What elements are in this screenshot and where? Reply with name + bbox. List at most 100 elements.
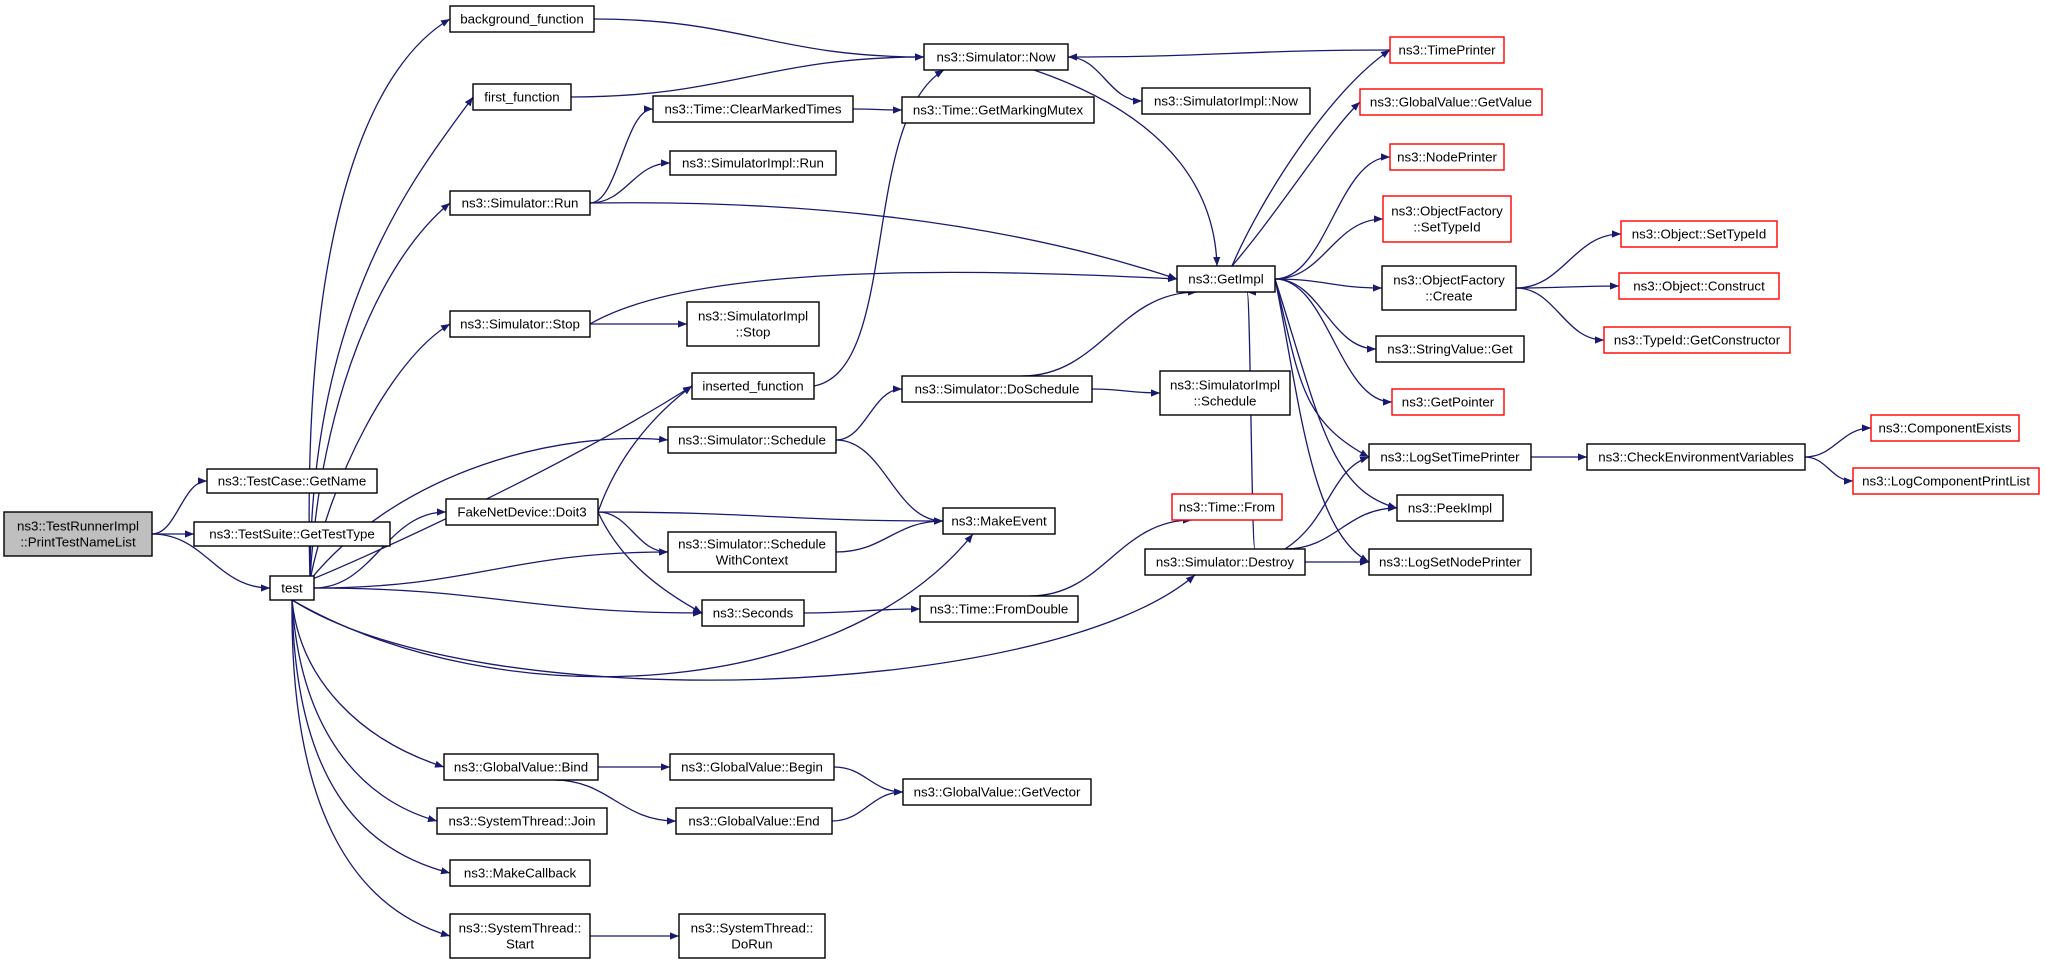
node-ofcreate[interactable]: ns3::ObjectFactory::Create (1381, 265, 1517, 311)
node-first[interactable]: first_function (472, 83, 572, 111)
node-box (449, 5, 595, 33)
node-clearmarked[interactable]: ns3::Time::ClearMarkedTimes (652, 95, 854, 123)
node-box (691, 372, 815, 400)
node-label: ns3::Simulator::Destroy (1156, 554, 1295, 569)
node-simdestroy[interactable]: ns3::Simulator::Destroy (1144, 548, 1306, 576)
node-simnow[interactable]: ns3::Simulator::Now (923, 43, 1069, 71)
node-simstop[interactable]: ns3::Simulator::Stop (449, 310, 591, 338)
node-box (1141, 87, 1311, 115)
node-ofsettypeid[interactable]: ns3::ObjectFactory::SetTypeId (1382, 195, 1512, 243)
node-box (193, 521, 391, 547)
node-peekimpl[interactable]: ns3::PeekImpl (1396, 494, 1504, 522)
node-gvgetvector[interactable]: ns3::GlobalValue::GetVector (902, 778, 1092, 806)
node-label: ns3::Seconds (713, 605, 794, 620)
node-label: ns3::Object::SetTypeId (1632, 226, 1767, 241)
node-typeidgetctor[interactable]: ns3::TypeId::GetConstructor (1603, 326, 1791, 354)
node-getimpl[interactable]: ns3::GetImpl (1176, 265, 1276, 293)
node-label: ns3::SimulatorImpl (698, 308, 808, 323)
edge-ofcreate-to-objconstruct (1515, 282, 1620, 290)
node-gvbegin[interactable]: ns3::GlobalValue::Begin (669, 753, 835, 781)
node-timefromdouble[interactable]: ns3::Time::FromDouble (919, 595, 1079, 623)
node-gettesttype[interactable]: ns3::TestSuite::GetTestType (193, 521, 391, 547)
node-label: ns3::TestRunnerImpl (17, 518, 139, 533)
node-label: ns3::TestCase::GetName (218, 473, 367, 488)
node-background[interactable]: background_function (449, 5, 595, 33)
node-sysjoin[interactable]: ns3::SystemThread::Join (436, 807, 608, 835)
node-box (901, 375, 1093, 403)
node-implschedule[interactable]: ns3::SimulatorImpl::Schedule (1159, 370, 1291, 416)
node-objsettypeid[interactable]: ns3::Object::SetTypeId (1620, 220, 1778, 248)
node-logcompprint[interactable]: ns3::LogComponentPrintList (1852, 467, 2040, 495)
node-logsettimeprinter[interactable]: ns3::LogSetTimePrinter (1368, 443, 1532, 471)
node-box (1144, 548, 1306, 576)
node-nodeprinter[interactable]: ns3::NodePrinter (1389, 143, 1505, 171)
node-getname[interactable]: ns3::TestCase::GetName (206, 468, 378, 494)
node-gvgetvalue[interactable]: ns3::GlobalValue::GetValue (1359, 88, 1543, 116)
node-label: ns3::Simulator::Stop (460, 316, 580, 331)
node-label: ns3::Simulator::Schedule (678, 536, 826, 551)
edge-getimpl-to-getpointer (1274, 278, 1393, 406)
edge-root-to-test (151, 533, 271, 592)
node-label: ns3::SimulatorImpl::Run (682, 155, 824, 170)
edge-checkenv-to-logcompprint (1804, 456, 1854, 485)
node-inserted[interactable]: inserted_function (691, 372, 815, 400)
node-box (1852, 467, 2040, 495)
edge-clearmarked-to-getmarkingmutex (852, 106, 903, 114)
edge-simnow-to-getimpl (1033, 69, 1221, 267)
node-label: ns3::GlobalValue::GetVector (914, 784, 1081, 799)
node-implstop[interactable]: ns3::SimulatorImpl::Stop (686, 301, 820, 347)
node-getpointer[interactable]: ns3::GetPointer (1391, 388, 1505, 416)
node-box (701, 599, 805, 627)
node-seconds[interactable]: ns3::Seconds (701, 599, 805, 627)
node-simschedule[interactable]: ns3::Simulator::Schedule (667, 426, 837, 454)
node-box (919, 595, 1079, 623)
edge-simschedule-to-makeevent (835, 439, 944, 525)
node-label: ns3::GetImpl (1188, 271, 1263, 286)
node-label: ns3::Simulator::Run (462, 195, 579, 210)
edge-getimpl-to-ofsettypeid (1274, 215, 1384, 280)
edge-getimpl-to-gvgetvalue (1231, 101, 1361, 267)
node-timefrom[interactable]: ns3::Time::From (1171, 493, 1283, 521)
node-box (472, 83, 572, 111)
node-getmarkingmutex[interactable]: ns3::Time::GetMarkingMutex (901, 96, 1095, 124)
edge-fakenet-to-inserted (597, 385, 693, 513)
node-label: ns3::MakeEvent (951, 513, 1047, 528)
node-compexists[interactable]: ns3::ComponentExists (1870, 414, 2020, 442)
edge-test-to-simdestroy (291, 574, 1196, 681)
node-label: ns3::SimulatorImpl::Now (1154, 93, 1298, 108)
node-box (1389, 143, 1505, 171)
node-gvend[interactable]: ns3::GlobalValue::End (675, 807, 833, 835)
node-label: ::Create (1425, 288, 1472, 303)
node-doschedule[interactable]: ns3::Simulator::DoSchedule (901, 375, 1093, 403)
node-fakenet[interactable]: FakeNetDevice::Doit3 (445, 498, 599, 526)
node-implrun[interactable]: ns3::SimulatorImpl::Run (669, 150, 837, 176)
node-label: ns3::SystemThread:: (691, 920, 814, 935)
node-checkenv[interactable]: ns3::CheckEnvironmentVariables (1586, 443, 1806, 471)
node-box (1586, 443, 1806, 471)
node-makeevent[interactable]: ns3::MakeEvent (942, 507, 1056, 535)
edge-doschedule-to-implschedule (1091, 388, 1161, 397)
node-simrun[interactable]: ns3::Simulator::Run (449, 190, 591, 216)
node-implnow[interactable]: ns3::SimulatorImpl::Now (1141, 87, 1311, 115)
node-globalbind[interactable]: ns3::GlobalValue::Bind (443, 753, 599, 781)
edge-simdestroy-to-getimpl (1246, 289, 1257, 550)
node-box (1382, 195, 1512, 243)
node-box (1396, 494, 1504, 522)
node-box (1368, 443, 1532, 471)
node-box (675, 807, 833, 835)
node-sysstart[interactable]: ns3::SystemThread::Start (449, 913, 591, 959)
node-strvalget[interactable]: ns3::StringValue::Get (1375, 335, 1525, 363)
node-objconstruct[interactable]: ns3::Object::Construct (1618, 272, 1780, 300)
node-label: ns3::Time::GetMarkingMutex (913, 102, 1084, 117)
node-logsetnodeprinter[interactable]: ns3::LogSetNodePrinter (1368, 548, 1532, 576)
node-makecallback[interactable]: ns3::MakeCallback (449, 859, 591, 887)
edge-fakenet-to-makeevent (597, 511, 944, 525)
edge-getimpl-to-logsettimeprinter (1274, 278, 1370, 458)
node-test[interactable]: test (269, 575, 315, 601)
node-sysdorun[interactable]: ns3::SystemThread::DoRun (678, 913, 826, 959)
node-box (1618, 272, 1780, 300)
node-timeprinter[interactable]: ns3::TimePrinter (1389, 36, 1505, 64)
edge-seconds-to-timefromdouble (803, 605, 921, 614)
node-label: ns3::Simulator::Now (937, 49, 1056, 64)
